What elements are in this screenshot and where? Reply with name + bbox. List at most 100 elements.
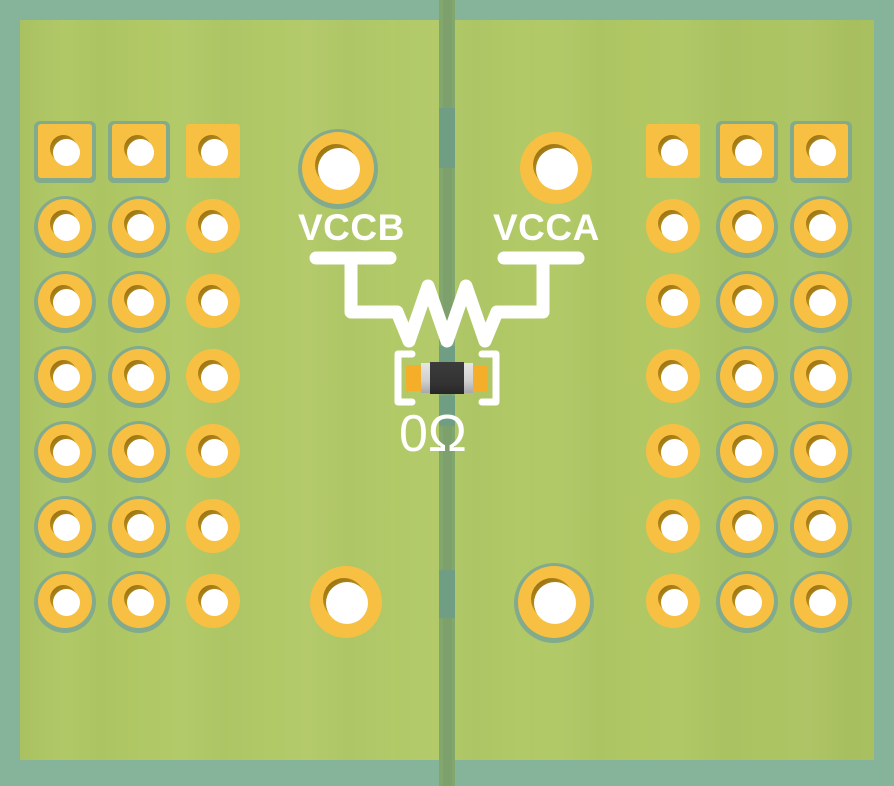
pad-drill-hole: [734, 588, 762, 616]
pad-drill-hole: [52, 438, 80, 466]
left-header-pad-r6-c2[interactable]: [108, 496, 170, 558]
pad-drill-hole: [536, 148, 578, 190]
via-vccb-top[interactable]: [298, 129, 378, 209]
right-header-pad-r5-c1[interactable]: [646, 424, 700, 478]
pad-drill-hole: [200, 588, 228, 616]
pad-drill-hole: [808, 288, 836, 316]
pad-drill-hole: [52, 288, 80, 316]
smd-resistor-body: [430, 362, 464, 394]
left-header-pad-r4-c3[interactable]: [186, 349, 240, 403]
pad-drill-hole: [200, 288, 228, 316]
right-header-pad-r5-c3[interactable]: [790, 421, 852, 483]
pad-drill-hole: [808, 213, 836, 241]
left-header-pad-r7-c2[interactable]: [108, 571, 170, 633]
pad-drill-hole: [52, 513, 80, 541]
pad-drill-hole: [126, 363, 154, 391]
pad-drill-hole: [808, 438, 836, 466]
right-header-pad-r7-c1[interactable]: [646, 574, 700, 628]
smd-resistor-component[interactable]: [404, 361, 490, 395]
left-header-pad-r3-c3[interactable]: [186, 274, 240, 328]
pad-drill-hole: [200, 513, 228, 541]
silkscreen-label-vccb: VCCB: [298, 207, 405, 248]
right-header-pad-r3-c1[interactable]: [646, 274, 700, 328]
right-header-pad-r4-c2[interactable]: [716, 346, 778, 408]
pad-drill-hole: [200, 363, 228, 391]
pad-drill-hole: [660, 513, 688, 541]
pad-drill-hole: [52, 363, 80, 391]
left-header-pad-r5-c3[interactable]: [186, 424, 240, 478]
pad-drill-hole: [734, 438, 762, 466]
pad-drill-hole: [52, 588, 80, 616]
left-header-pad-r6-c3[interactable]: [186, 499, 240, 553]
trace-node-top: [439, 108, 455, 168]
left-header-pad-r1-c3[interactable]: [186, 124, 240, 178]
pad-drill-hole: [126, 213, 154, 241]
right-header-pad-r2-c1[interactable]: [646, 199, 700, 253]
left-header-pad-r2-c1[interactable]: [34, 196, 96, 258]
right-header-pad-r5-c2[interactable]: [716, 421, 778, 483]
pad-drill-hole: [660, 363, 688, 391]
right-header-pad-r1-c3[interactable]: [790, 121, 852, 183]
right-header-pad-r6-c2[interactable]: [716, 496, 778, 558]
right-header-pad-r1-c1[interactable]: [646, 124, 700, 178]
via-vcca-bottom[interactable]: [514, 563, 594, 643]
pad-drill-hole: [126, 513, 154, 541]
right-header-pad-r1-c2[interactable]: [716, 121, 778, 183]
smd-terminal-right: [462, 363, 473, 393]
right-header-pad-r6-c3[interactable]: [790, 496, 852, 558]
pad-drill-hole: [808, 513, 836, 541]
smd-pad-right: [469, 365, 488, 391]
pad-drill-hole: [660, 138, 688, 166]
pad-drill-hole: [126, 588, 154, 616]
right-header-pad-r2-c2[interactable]: [716, 196, 778, 258]
left-header-pad-r3-c1[interactable]: [34, 271, 96, 333]
right-header-pad-r7-c3[interactable]: [790, 571, 852, 633]
pad-drill-hole: [734, 363, 762, 391]
right-header-pad-r4-c3[interactable]: [790, 346, 852, 408]
pad-drill-hole: [52, 138, 80, 166]
left-header-pad-r2-c2[interactable]: [108, 196, 170, 258]
left-header-pad-r2-c3[interactable]: [186, 199, 240, 253]
via-vcca-top[interactable]: [520, 132, 592, 204]
left-header-pad-r1-c2[interactable]: [108, 121, 170, 183]
pad-drill-hole: [808, 588, 836, 616]
right-header-pad-r4-c1[interactable]: [646, 349, 700, 403]
pad-drill-hole: [52, 213, 80, 241]
smd-pad-left: [406, 365, 425, 391]
pad-drill-hole: [660, 588, 688, 616]
pad-drill-hole: [126, 438, 154, 466]
trace-node-lower-mid: [439, 396, 455, 426]
pad-drill-hole: [200, 213, 228, 241]
right-header-pad-r6-c1[interactable]: [646, 499, 700, 553]
pad-drill-hole: [200, 138, 228, 166]
trace-node-bottom: [439, 570, 455, 618]
pad-drill-hole: [734, 288, 762, 316]
via-vccb-bottom[interactable]: [310, 566, 382, 638]
left-header-pad-r4-c2[interactable]: [108, 346, 170, 408]
left-header-pad-r7-c1[interactable]: [34, 571, 96, 633]
pad-drill-hole: [808, 363, 836, 391]
pad-drill-hole: [734, 213, 762, 241]
left-header-pad-r4-c1[interactable]: [34, 346, 96, 408]
pad-drill-hole: [126, 288, 154, 316]
right-header-pad-r3-c3[interactable]: [790, 271, 852, 333]
pad-drill-hole: [660, 288, 688, 316]
left-header-pad-r5-c2[interactable]: [108, 421, 170, 483]
pad-drill-hole: [734, 513, 762, 541]
left-header-pad-r1-c1[interactable]: [34, 121, 96, 183]
left-header-pad-r3-c2[interactable]: [108, 271, 170, 333]
right-header-pad-r3-c2[interactable]: [716, 271, 778, 333]
left-header-pad-r6-c1[interactable]: [34, 496, 96, 558]
pad-drill-hole: [326, 582, 368, 624]
pad-drill-hole: [200, 438, 228, 466]
right-header-pad-r7-c2[interactable]: [716, 571, 778, 633]
left-header-pad-r5-c1[interactable]: [34, 421, 96, 483]
pad-drill-hole: [734, 138, 762, 166]
left-header-pad-r7-c3[interactable]: [186, 574, 240, 628]
pad-drill-hole: [660, 213, 688, 241]
pad-drill-hole: [126, 138, 154, 166]
right-header-pad-r2-c3[interactable]: [790, 196, 852, 258]
smd-terminal-left: [421, 363, 432, 393]
silkscreen-value-zero-ohm: 0Ω: [399, 405, 467, 463]
